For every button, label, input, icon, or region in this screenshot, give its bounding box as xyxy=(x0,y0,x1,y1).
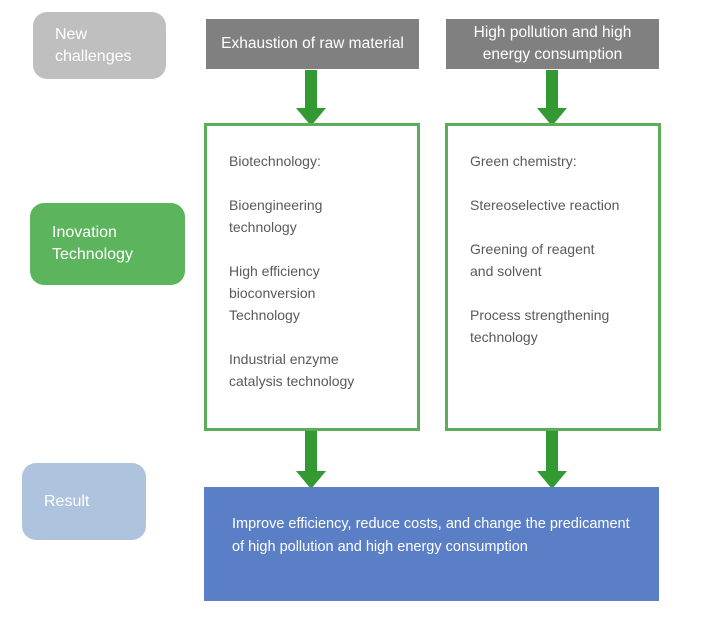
stage-label-new-challenges: New challenges xyxy=(33,12,166,79)
result-box-text: Improve efficiency, reduce costs, and ch… xyxy=(232,516,630,555)
stage-label-result: Result xyxy=(22,463,146,540)
technology-item-bioengineering: Bioengineering technology xyxy=(229,197,323,235)
stage-label-result-text: Result xyxy=(44,492,90,510)
technology-item-process-strengthening: Process strengthening technology xyxy=(470,307,610,345)
technology-item-stereoselective-reaction: Stereoselective reaction xyxy=(470,197,620,213)
arrow-challenge-to-tech-right-icon xyxy=(532,70,572,126)
arrow-challenge-to-tech-left-icon xyxy=(291,70,331,126)
technology-box-green-chemistry: Green chemistry: Stereoselective reactio… xyxy=(445,123,661,431)
challenge-box-exhaustion-raw-material-text: Exhaustion of raw material xyxy=(221,35,404,52)
challenge-box-high-pollution-energy-text: High pollution and high energy consumpti… xyxy=(473,24,632,63)
stage-label-new-challenges-text: New challenges xyxy=(55,25,132,65)
technology-item-high-efficiency-bioconversion: High efficiency bioconversion Technology xyxy=(229,263,320,323)
arrow-tech-to-result-left-icon xyxy=(291,431,331,489)
technology-heading-biotechnology: Biotechnology: xyxy=(229,153,321,169)
technology-item-industrial-enzyme-catalysis: Industrial enzyme catalysis technology xyxy=(229,351,355,389)
technology-heading-green-chemistry: Green chemistry: xyxy=(470,153,577,169)
challenge-box-high-pollution-energy: High pollution and high energy consumpti… xyxy=(446,19,659,69)
stage-label-inovation-technology-text: Inovation Technology xyxy=(52,224,133,263)
result-box: Improve efficiency, reduce costs, and ch… xyxy=(204,487,659,601)
arrow-tech-to-result-right-icon xyxy=(532,431,572,489)
stage-label-inovation-technology: Inovation Technology xyxy=(30,203,185,285)
technology-item-greening-reagent-solvent: Greening of reagent and solvent xyxy=(470,241,595,279)
technology-box-biotechnology: Biotechnology: Bioengineering technology… xyxy=(204,123,420,431)
challenge-box-exhaustion-raw-material: Exhaustion of raw material xyxy=(206,19,419,69)
